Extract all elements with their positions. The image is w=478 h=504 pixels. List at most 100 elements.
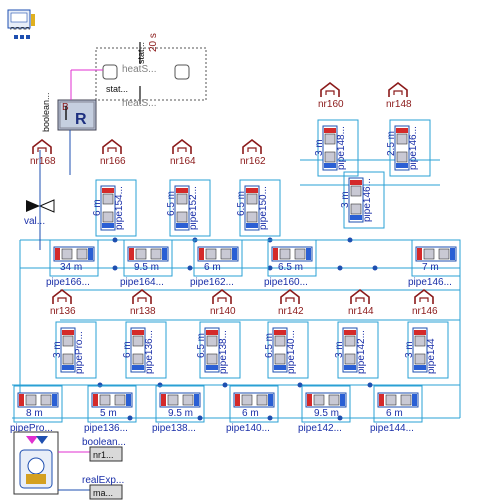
vertical-pipe[interactable]: 3 m pipe142... [334, 321, 379, 379]
pipe-name: pipe166... [46, 277, 90, 288]
horizontal-pipe[interactable]: 7 m pipe146... [408, 239, 461, 288]
supply-lines [12, 159, 461, 419]
pipe-name: pipe136... [144, 330, 155, 374]
room-nr142[interactable]: nr142 [278, 289, 304, 317]
pipe-name: pipe146... [362, 178, 373, 222]
boolean-in-label: boolean... [41, 92, 51, 132]
horizontal-pipe[interactable]: 34 mpipe166... [46, 239, 99, 288]
horizontal-pipe[interactable]: 6 mpipe144... [370, 385, 423, 434]
room-nr144[interactable]: nr144 [348, 289, 374, 317]
horizontal-pipe[interactable]: 6 m pipe140... [226, 385, 279, 434]
stat-label-2: stat... [106, 84, 128, 94]
pipe-length: 6 m [386, 408, 403, 419]
controller-block[interactable] [13, 431, 90, 495]
horizontal-pipe[interactable]: 6.5 m pipe160... [264, 239, 317, 288]
room-nr164[interactable]: nr164 [170, 139, 196, 167]
room-label: nr136 [50, 306, 76, 317]
pipe-name: pipe162... [190, 277, 234, 288]
pipe-length: 8 m [26, 408, 43, 419]
room-nr168[interactable]: nr168 [30, 139, 56, 167]
room-label: nr146 [412, 306, 438, 317]
horizontal-pipe[interactable]: 9.5 m pipe138... [152, 385, 205, 434]
pipe-name: pipe160... [264, 277, 308, 288]
output-real-label: realExp... [82, 475, 124, 486]
room-nr166[interactable]: nr166 [100, 139, 126, 167]
valve-label: val... [24, 216, 45, 227]
heat-stat-group[interactable]: 20 s stat... heatS... heatS... stat... [95, 33, 207, 109]
output-real-box: ma... [93, 488, 113, 498]
vertical-pipe[interactable]: 3 m pipe148... [314, 119, 359, 177]
output-boolean-box: nr1... [93, 450, 114, 460]
pipe-length: 5 m [100, 408, 117, 419]
room-nr140[interactable]: nr140 [210, 289, 236, 317]
pipe-length: 3 m [314, 139, 325, 156]
pipe-length: 7 m [422, 262, 439, 273]
pipe-name: pipe152... [188, 186, 199, 230]
room-nr158[interactable]: nr148 [386, 82, 412, 110]
rooms-row-top: nr168 nr166 nr164 nr162 nr160 nr148 [30, 82, 412, 167]
room-label: nr160 [318, 99, 344, 110]
pipe-length: 3 m [52, 341, 63, 358]
pipe-name: pipe144 [426, 338, 437, 374]
room-label: nr166 [100, 156, 126, 167]
room-nr138[interactable]: nr138 [130, 289, 156, 317]
pipe-name: pipe148... [336, 126, 347, 170]
junction-dots [97, 237, 378, 421]
vertical-pipe[interactable]: 6.5 m pipe152... [166, 179, 211, 237]
room-label: nr148 [386, 99, 412, 110]
pipe-name: pipe140... [286, 330, 297, 374]
heat-label-2: heatS... [122, 98, 156, 109]
room-nr136[interactable]: nr136 [50, 289, 76, 317]
horizontal-pipe[interactable]: 6 m pipe162... [190, 239, 243, 288]
room-label: nr164 [170, 156, 196, 167]
pipe-name: pipe140... [226, 423, 270, 434]
horizontal-pipe[interactable]: 8 mpipePro... [10, 385, 63, 434]
vertical-pipe[interactable]: 6.5 m pipe140... [264, 321, 309, 379]
room-label: nr140 [210, 306, 236, 317]
pipe-length: 6 m [204, 262, 221, 273]
time-label: 20 s [148, 33, 159, 52]
room-nr146[interactable]: nr146 [412, 289, 438, 317]
vertical-pipe[interactable]: 3 m pipe144 [404, 321, 449, 379]
pipe-length: 6 m [122, 341, 133, 358]
vertical-pipe[interactable]: 6 m pipe136... [122, 321, 167, 379]
system-icon[interactable] [7, 9, 35, 39]
room-nr160[interactable]: nr160 [318, 82, 344, 110]
pipe-length: 6.5 m [278, 262, 303, 273]
room-label: nr138 [130, 306, 156, 317]
output-real[interactable] [89, 484, 123, 500]
vertical-pipe[interactable]: 6 m pipe154... [92, 179, 137, 237]
pipe-name: pipe146... [408, 277, 452, 288]
horizontal-pipe[interactable]: 9.5 mpipe164... [120, 239, 173, 288]
rooms-row-mid: nr136 nr138 nr140 nr142 nr144 nr146 [50, 289, 438, 317]
pipe-length: 3 m [404, 341, 415, 358]
horizontal-pipe[interactable]: 5 mpipe136... [84, 385, 137, 434]
pipe-length: 6 m [242, 408, 259, 419]
switch-letter: R [75, 111, 87, 128]
switch-block[interactable]: R B [57, 99, 97, 131]
pipe-length: 6.5 m [264, 333, 275, 358]
pipe-name: pipe146... [408, 126, 419, 170]
pipe-length: 9.5 m [134, 262, 159, 273]
pipe-length: 6.5 m [196, 333, 207, 358]
pipe-name: pipe142... [298, 423, 342, 434]
pipe-name: pipe142... [356, 330, 367, 374]
pipe-length: 6.5 m [166, 191, 177, 216]
pipe-length: 3 m [334, 341, 345, 358]
pipe-length: 9.5 m [168, 408, 193, 419]
pipe-name: pipe154... [114, 186, 125, 230]
horizontal-pipe[interactable]: 9.5 mpipe142... [298, 385, 351, 434]
room-nr162[interactable]: nr162 [240, 139, 266, 167]
system-caption: ᴖᴖᴖᴖ [10, 24, 30, 34]
pipe-name: pipe138... [152, 423, 196, 434]
output-boolean[interactable] [89, 446, 123, 462]
pipe-length: 6 m [92, 199, 103, 216]
